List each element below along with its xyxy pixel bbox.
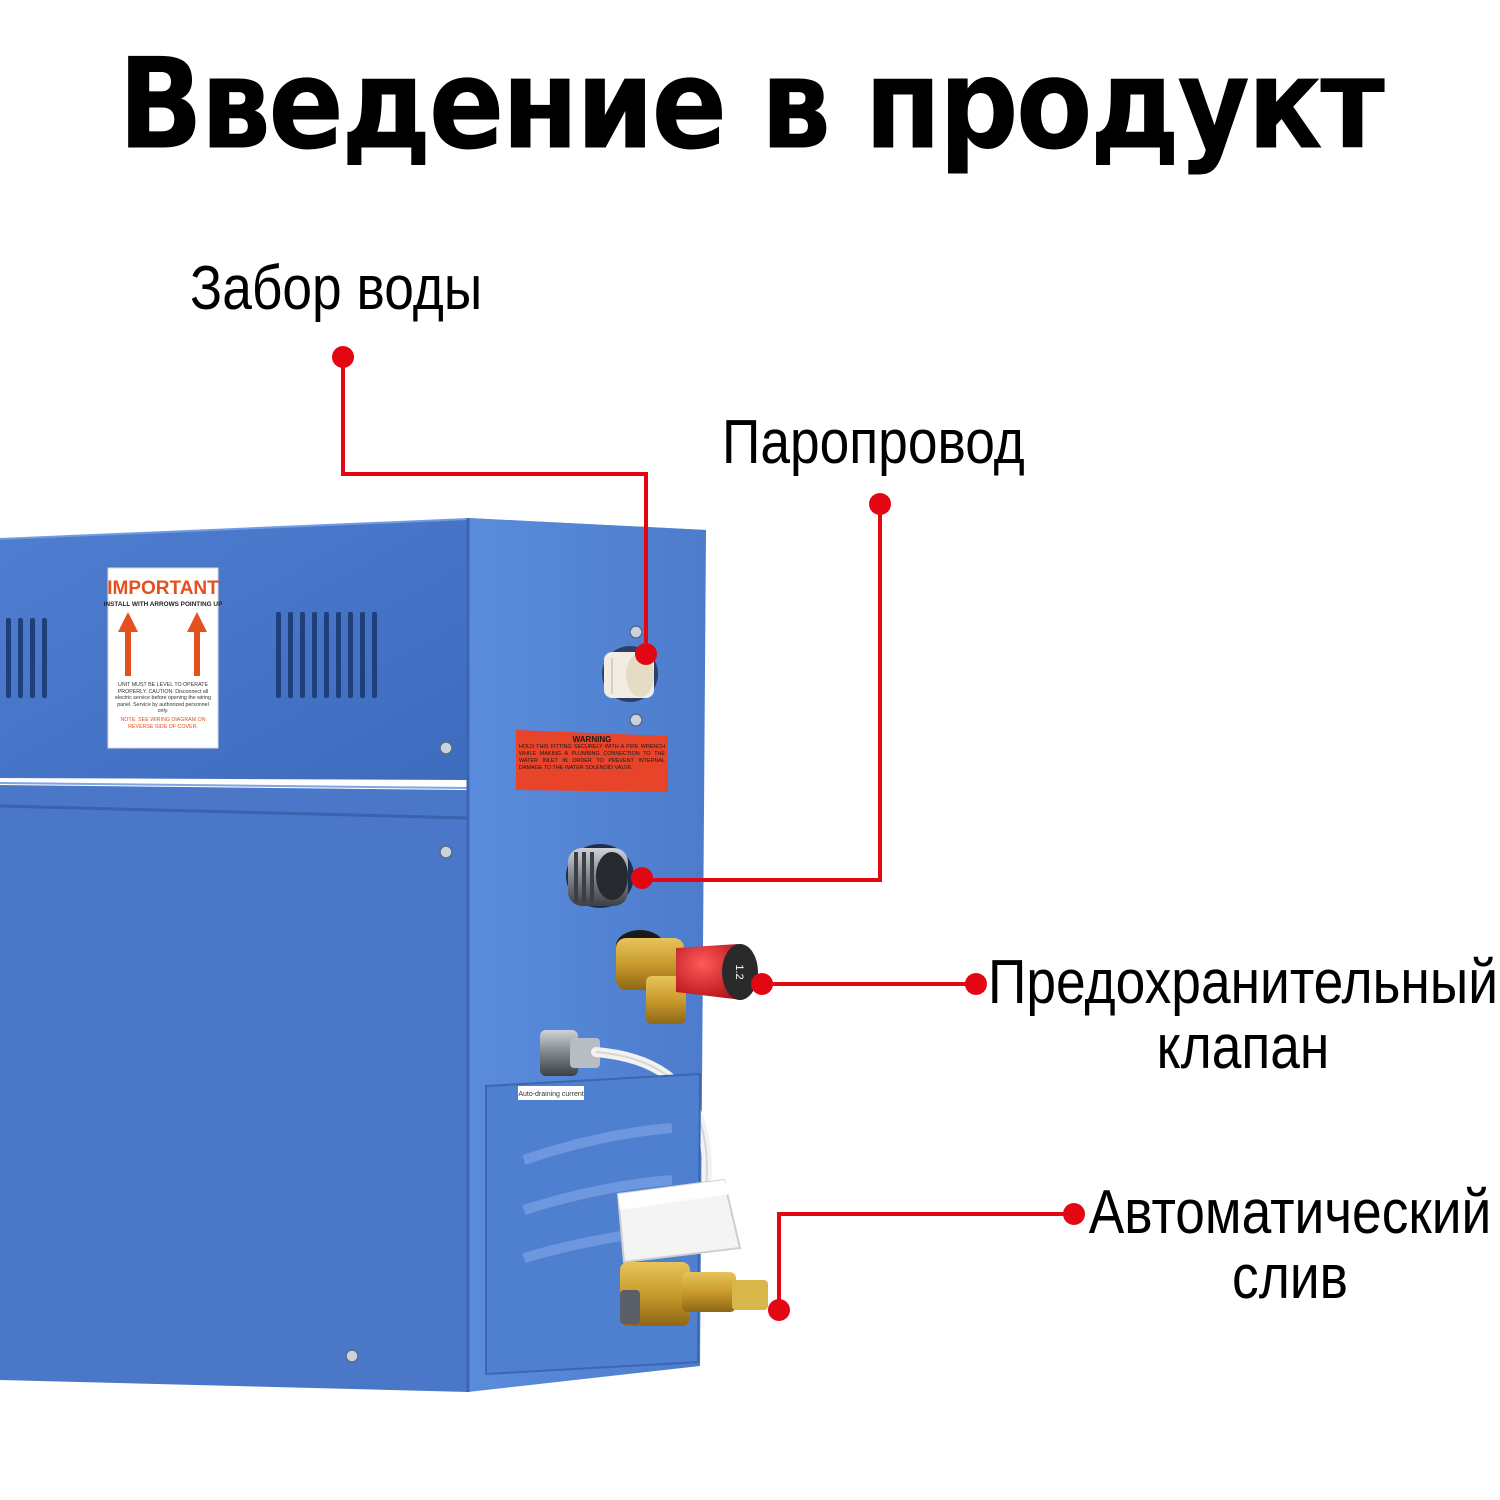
warning-heading: WARNING	[573, 735, 612, 744]
callout-line-water-intake	[341, 357, 648, 654]
front-face-upper	[0, 520, 468, 780]
callout-dots	[332, 346, 1085, 1321]
callout-label-line: Автоматический	[1088, 1178, 1492, 1247]
important-sticker: IMPORTANT INSTALL WITH ARROWS POINTING U…	[104, 567, 223, 749]
callout-lines	[341, 357, 1074, 1308]
callout-label-line: Предохранительный	[988, 948, 1498, 1017]
callout-label-line: Паропровод	[722, 408, 1025, 477]
callout-label-line: Забор воды	[190, 254, 483, 323]
drain-panel-label: Auto-draining current	[518, 1091, 583, 1098]
safety-valve: 1.2	[616, 930, 758, 1024]
valve-dial-label: 1.2	[733, 964, 745, 979]
arrow-up-icon	[118, 612, 138, 676]
callout-label-line: слив	[1232, 1243, 1348, 1313]
warning-sticker: WARNING HOLD THIS FITTING SECURELY WITH …	[516, 730, 668, 792]
important-heading: IMPORTANT	[107, 578, 219, 599]
page-title: Введение в продукт	[117, 31, 1385, 178]
important-body: UNIT MUST BE LEVEL TO OPERATE PROPERLY. …	[115, 682, 211, 715]
drain-solenoid-valve	[616, 1178, 768, 1326]
steam-outlet-fitting	[566, 844, 634, 908]
important-note: NOTE: SEE WIRING DIAGRAM ON REVERSE SIDE…	[120, 717, 206, 730]
callout-line-auto-drain	[777, 1212, 1074, 1308]
callout-label-auto-drain: Автоматический слив	[1032, 1180, 1500, 1310]
warning-body: HOLD THIS FITTING SECURELY WITH A PIPE W…	[519, 744, 665, 772]
vent-slots-right	[276, 612, 377, 698]
callout-label-line: клапан	[1156, 1013, 1330, 1083]
vent-slots-left	[6, 618, 47, 698]
arrow-up-icon	[187, 612, 207, 676]
front-cover	[0, 785, 468, 1392]
callout-label-safety-valve: Предохранительный клапан	[985, 950, 1500, 1080]
callout-label-steam-outlet: Паропровод	[722, 410, 1025, 475]
callout-line-steam-outlet	[642, 504, 882, 882]
steam-generator: IMPORTANT INSTALL WITH ARROWS POINTING U…	[0, 518, 768, 1392]
important-subheading: INSTALL WITH ARROWS POINTING UP	[104, 601, 223, 608]
callout-label-water-intake: Забор воды	[190, 256, 482, 321]
